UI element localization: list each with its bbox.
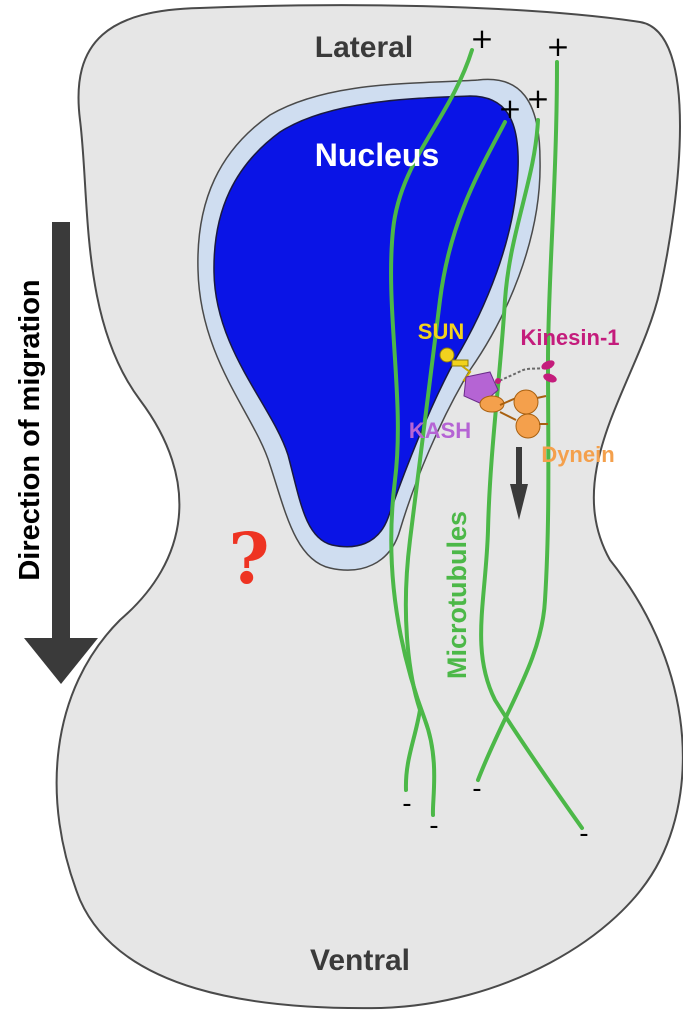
plus-sign-1: + [470, 22, 493, 55]
minus-sign-1: - [402, 789, 411, 819]
ventral-label: Ventral [310, 944, 410, 977]
question-mark: ? [228, 517, 269, 600]
plus-sign-3: + [498, 92, 521, 125]
plus-sign-2: + [546, 30, 569, 63]
lateral-label: Lateral [315, 31, 413, 64]
sun-label: SUN [418, 319, 464, 344]
kash-label: KASH [409, 418, 471, 443]
direction-label: Direction of migration [14, 279, 46, 580]
plus-sign-4: + [526, 82, 549, 115]
dynein-label: Dynein [541, 442, 614, 467]
minus-sign-2: - [429, 811, 438, 841]
kinesin-label: Kinesin-1 [520, 325, 619, 350]
nucleus-label: Nucleus [315, 137, 439, 173]
microtubules-label: Microtubules [442, 511, 472, 679]
minus-sign-3: - [472, 774, 481, 804]
minus-sign-4: - [579, 819, 588, 849]
